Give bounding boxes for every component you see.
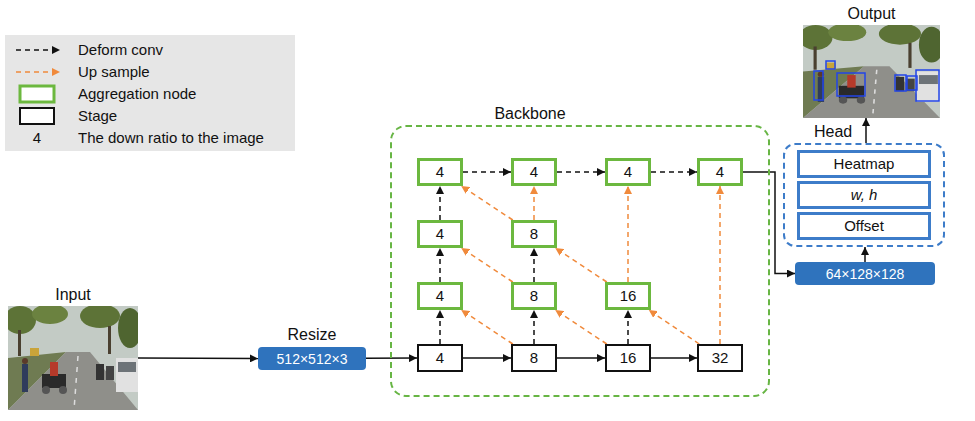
detection-boxes	[814, 61, 939, 101]
upsample-arrow	[461, 248, 513, 282]
upsample-arrow	[649, 310, 699, 344]
flow-arrow	[463, 357, 511, 359]
node-label: 8	[530, 349, 538, 367]
node-label: 4	[436, 287, 444, 305]
deform-conv-arrow	[439, 186, 441, 220]
aggregation-node: 8	[511, 220, 557, 248]
node-label: 4	[716, 163, 724, 181]
upsample-arrow	[461, 186, 513, 220]
node-label: 4	[530, 163, 538, 181]
head-output-box: w, h	[797, 181, 931, 209]
aggregation-node: 4	[511, 158, 557, 186]
input-photo	[4, 304, 142, 410]
node-label: Heatmap	[834, 155, 895, 173]
node-label: 32	[712, 349, 729, 367]
node-label: 64×128×128	[826, 265, 905, 283]
legend-upsample-arrow	[16, 71, 60, 73]
legend-sample-number: 4	[33, 129, 41, 147]
legend-panel	[5, 35, 295, 151]
deform-conv-arrow	[439, 248, 441, 282]
aggregation-node: 16	[605, 282, 651, 310]
node-label: 8	[530, 287, 538, 305]
flow-arrow	[557, 357, 605, 359]
detection-box	[916, 70, 939, 101]
node-heading: Output	[847, 4, 895, 23]
detection-box	[895, 75, 906, 91]
flow-arrow	[138, 357, 258, 359]
upsample-arrow	[719, 186, 721, 344]
aggregation-node: 4	[417, 282, 463, 310]
head-group: HeadHeatmapw, hOffset	[783, 143, 945, 247]
deform-conv-arrow	[463, 171, 511, 173]
detection-box	[826, 61, 835, 69]
aggregation-node: 4	[605, 158, 651, 186]
legend-text: Aggregation node	[78, 85, 196, 103]
flow-arrow	[651, 357, 697, 359]
legend-text: The down ratio to the image	[78, 129, 264, 147]
node-label: 8	[530, 225, 538, 243]
node-label: 16	[620, 287, 637, 305]
image-panel: Output	[803, 25, 940, 118]
node-heading: Input	[55, 285, 91, 304]
node-heading: Backbone	[494, 104, 565, 123]
image-panel: Input	[8, 306, 138, 410]
deform-conv-arrow	[627, 310, 629, 344]
stage-box: 16	[605, 344, 651, 372]
legend-aggregation-box	[20, 86, 54, 102]
aggregation-node: 4	[697, 158, 743, 186]
head-output-box: Offset	[797, 212, 931, 240]
aggregation-node: 8	[511, 282, 557, 310]
stage-box: 4	[417, 344, 463, 372]
upsample-arrow	[533, 186, 535, 220]
detection-box	[814, 71, 823, 100]
node-heading: Resize	[288, 325, 337, 344]
node-label: 4	[436, 225, 444, 243]
backbone-group: Backbone4444484816481632	[390, 125, 770, 397]
legend-text: Deform conv	[78, 41, 163, 59]
flow-arrow	[865, 118, 867, 143]
aggregation-node: 4	[417, 158, 463, 186]
aggregation-node: 4	[417, 220, 463, 248]
legend-text: Up sample	[78, 63, 150, 81]
upsample-arrow	[627, 186, 629, 282]
node-label: 512×512×3	[277, 350, 348, 368]
detection-box	[837, 73, 865, 96]
output-photo	[799, 23, 944, 118]
node-label: 4	[624, 163, 632, 181]
upsample-arrow	[461, 310, 513, 344]
upsample-arrow	[555, 248, 607, 282]
legend-deform-arrow	[16, 49, 60, 51]
deform-conv-arrow	[651, 171, 697, 173]
node-label: w, h	[851, 186, 878, 204]
tensor-box: 64×128×128	[795, 262, 935, 285]
node-label: 4	[436, 349, 444, 367]
node-label: 4	[436, 163, 444, 181]
deform-conv-arrow	[533, 248, 535, 282]
legend-stage-box	[20, 108, 54, 124]
stage-box: 32	[697, 344, 743, 372]
node-label: 16	[620, 349, 637, 367]
deform-conv-arrow	[533, 310, 535, 344]
flow-arrow	[864, 247, 866, 262]
tensor-box: Resize512×512×3	[258, 347, 366, 370]
stage-box: 8	[511, 344, 557, 372]
upsample-arrow	[555, 310, 607, 344]
head-output-box: Heatmap	[797, 150, 931, 178]
node-label: Offset	[844, 217, 884, 235]
deform-conv-arrow	[557, 171, 605, 173]
legend-text: Stage	[78, 107, 117, 125]
node-heading: Head	[814, 122, 852, 141]
deform-conv-arrow	[439, 310, 441, 344]
